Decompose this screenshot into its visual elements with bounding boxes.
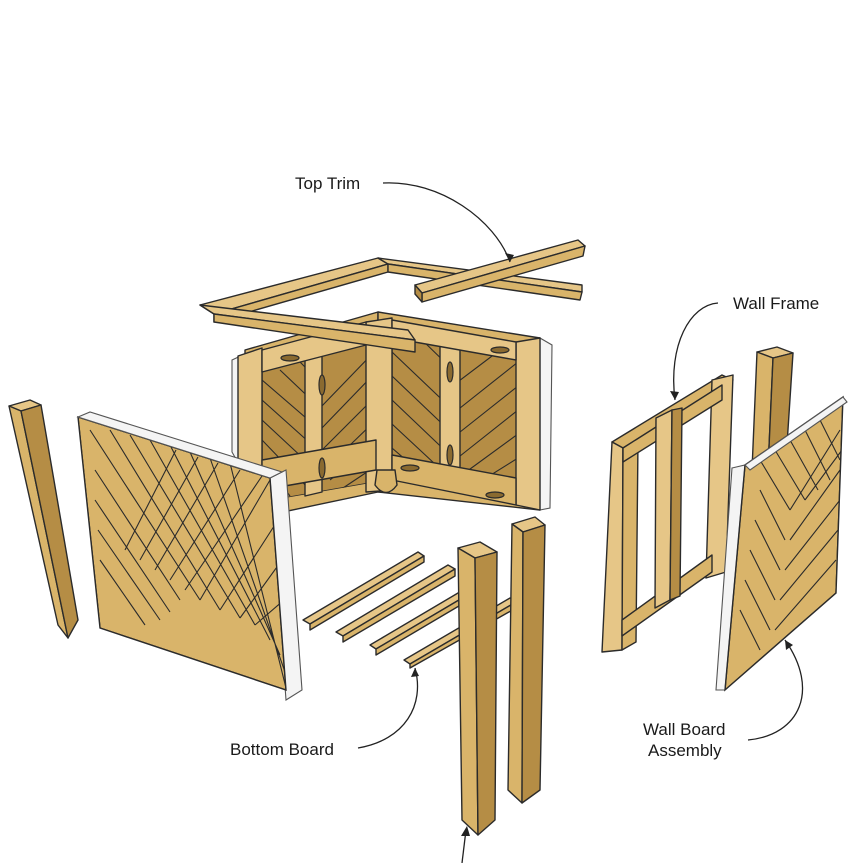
wall-frame-part xyxy=(601,374,734,653)
bottom-board-leader xyxy=(357,667,419,749)
wall-board-panel-right xyxy=(715,395,848,692)
label-wall-board-assembly-line2: Assembly xyxy=(648,741,722,760)
label-wall-frame: Wall Frame xyxy=(733,294,819,313)
bottom-board-arrowhead xyxy=(411,668,419,677)
wall-board-panel-left xyxy=(76,411,303,701)
corner-post-left xyxy=(8,399,79,639)
corner-posts-front xyxy=(457,516,546,836)
wall-board-assembly-leader xyxy=(747,639,804,741)
wall-board-assembly-arrowhead xyxy=(785,640,793,650)
wall-frame-arrowhead xyxy=(670,391,679,400)
top-trim-arrowhead xyxy=(505,253,514,262)
label-wall-board-assembly-line1: Wall Board xyxy=(643,720,726,739)
leader-lines xyxy=(357,182,804,863)
label-top-trim: Top Trim xyxy=(295,174,360,193)
bottom-post-arrowhead xyxy=(461,826,470,836)
top-trim-leader xyxy=(382,182,511,263)
top-trim-part xyxy=(199,239,586,353)
wall-frame-leader xyxy=(673,302,719,401)
label-bottom-board: Bottom Board xyxy=(230,740,334,759)
